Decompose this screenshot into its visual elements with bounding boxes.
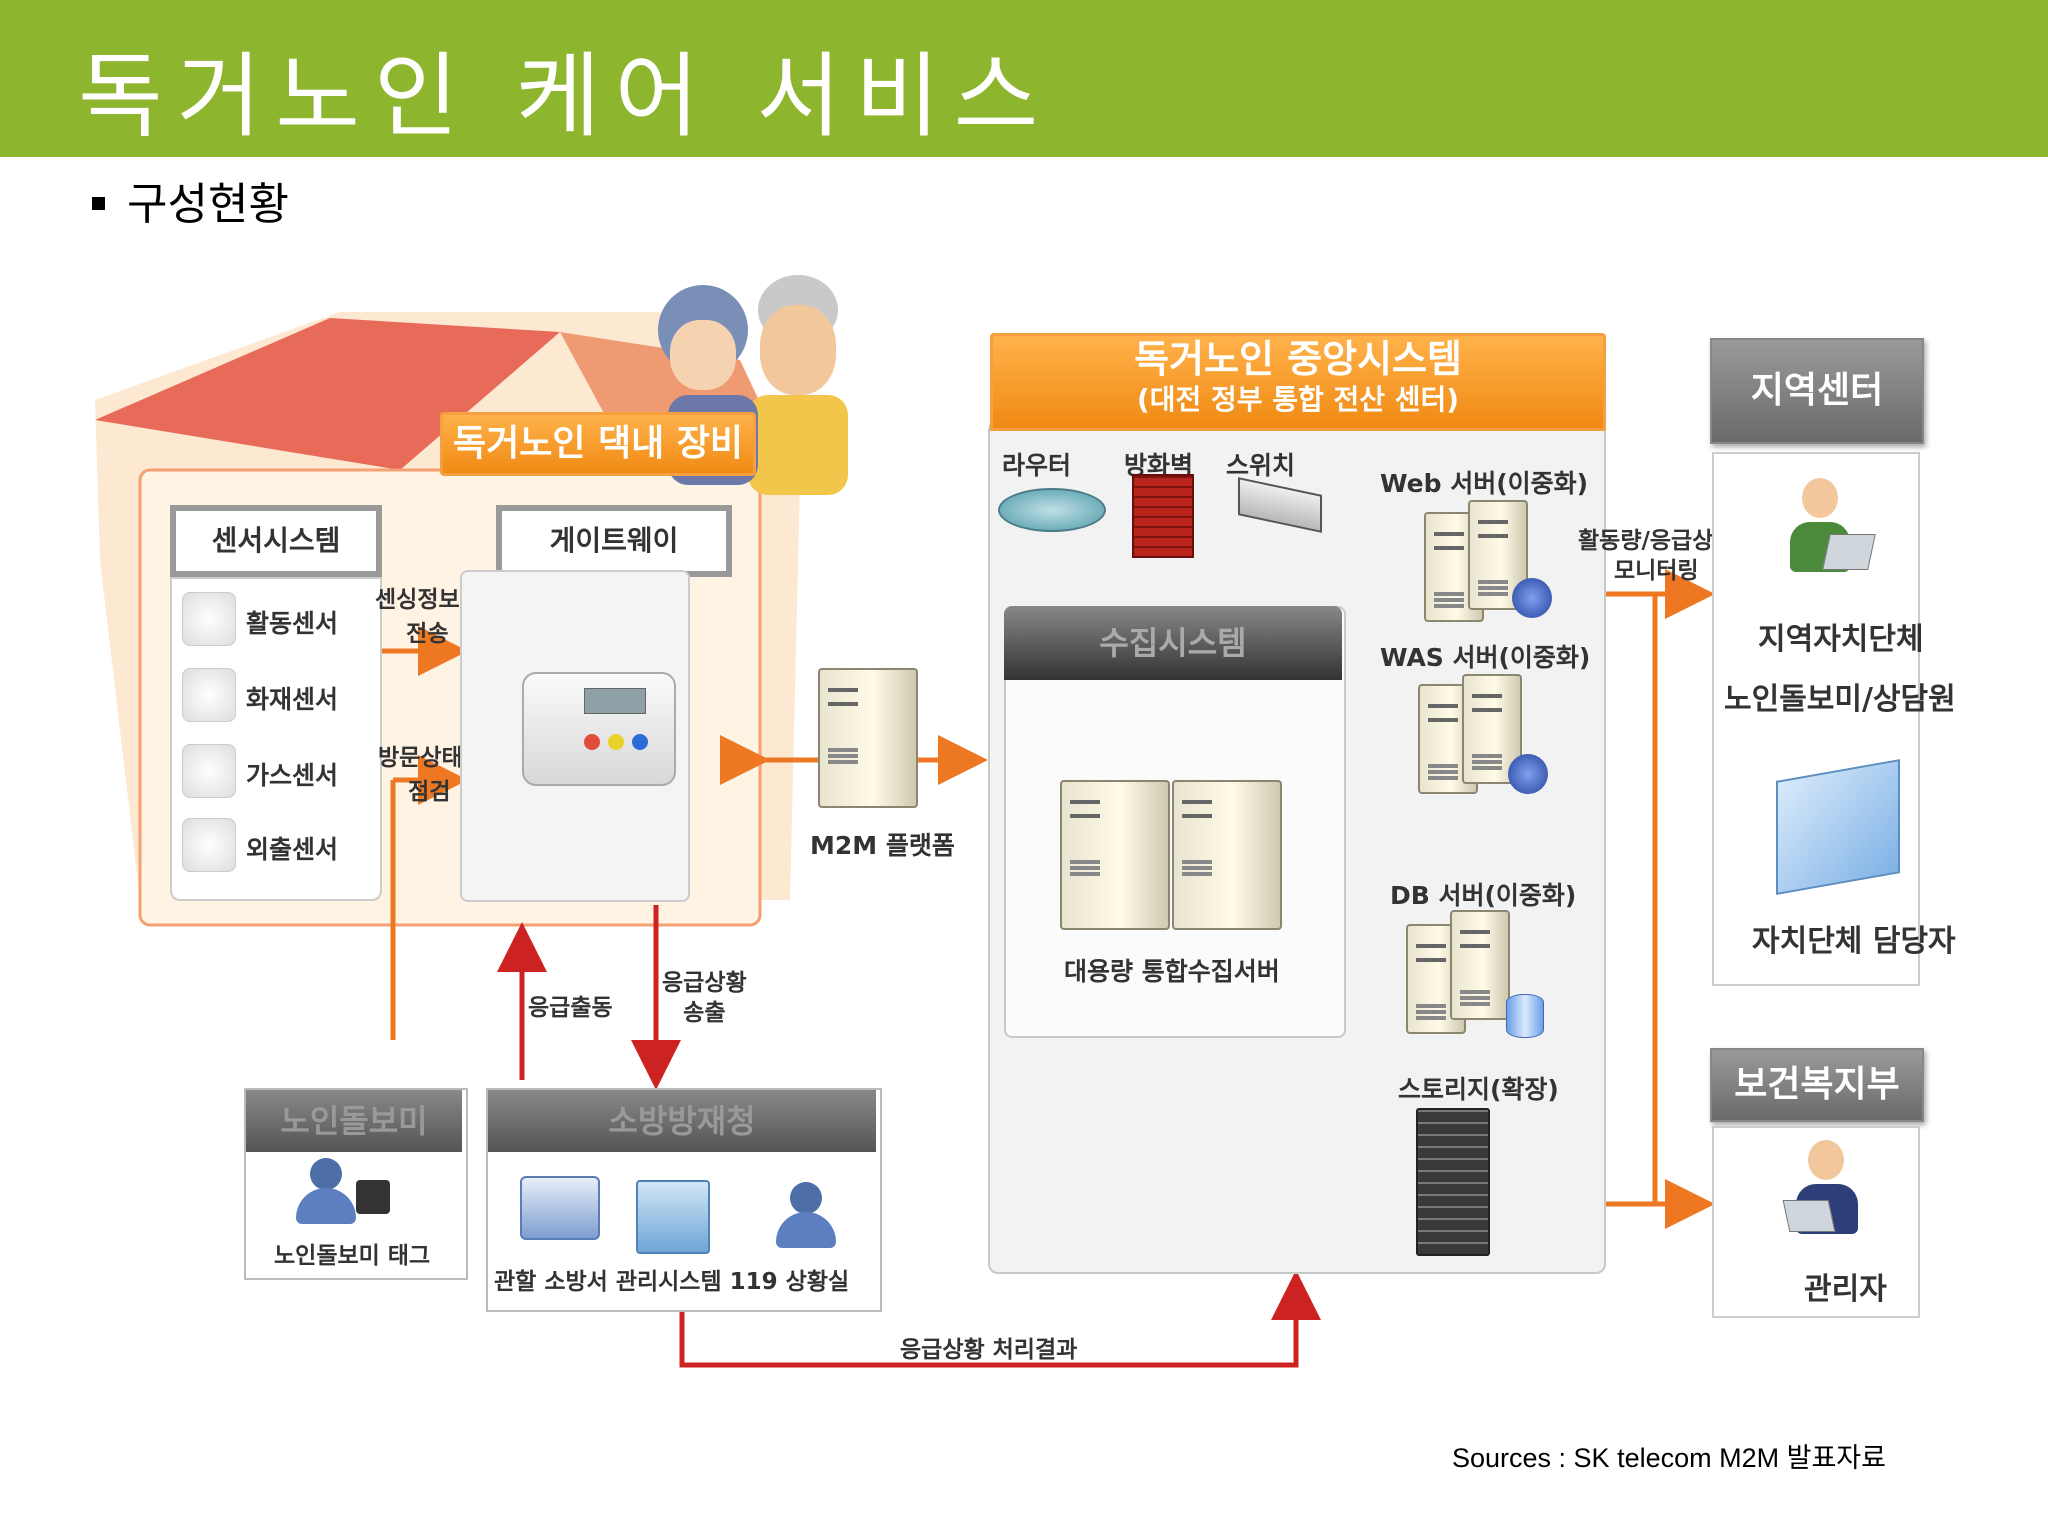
- fire-sensor-label: 화재센서: [246, 685, 339, 714]
- caregiver-counselor-label: 노인돌보미/상담원: [1724, 682, 1956, 717]
- section-bullet: 구성현황: [92, 168, 289, 232]
- sensing-info-label: 센싱정보 전송: [375, 580, 460, 648]
- m2m-platform-label: M2M 플랫폼: [810, 831, 955, 860]
- ministry-header: 보건복지부: [1710, 1048, 1924, 1122]
- caregiver-tag-icon: [356, 1180, 390, 1214]
- fire-agency-items-label: 관할 소방서 관리시스템 119 상황실: [494, 1269, 850, 1295]
- regional-center-header: 지역센터: [1710, 338, 1924, 444]
- gateway-panel: [460, 570, 690, 902]
- activity-sensor-label: 활동센서: [246, 609, 339, 638]
- visit-check-line2: 점검: [408, 779, 451, 805]
- home-equipment-title: 독거노인 댁내 장비: [440, 412, 756, 476]
- admin-person-icon: [1782, 1140, 1876, 1240]
- section-label: 구성현황: [127, 179, 289, 230]
- situation-room-person-icon: [776, 1182, 836, 1252]
- monitoring-line2: 모니터링: [1613, 558, 1699, 584]
- monitoring-line1: 활동량/응급상황: [1578, 528, 1735, 554]
- web-server-label: Web 서버(이중화): [1380, 469, 1589, 498]
- switch-label: 스위치: [1226, 451, 1296, 480]
- admin-label: 관리자: [1804, 1272, 1887, 1307]
- activity-sensor-icon: [182, 592, 236, 646]
- caregiver-person-icon: [296, 1158, 356, 1228]
- collect-server-label: 대용량 통합수집서버: [1064, 957, 1280, 986]
- fire-sensor-icon: [182, 668, 236, 722]
- central-system-header: 독거노인 중앙시스템 (대전 정부 통합 전산 센터): [990, 333, 1606, 431]
- monitoring-label: 활동량/응급상황 모니터링: [1578, 526, 1735, 586]
- government-officer-label: 자치단체 담당자: [1752, 924, 1956, 959]
- sensing-info-line2: 전송: [406, 621, 449, 647]
- emergency-send-label: 응급상황 송출: [662, 968, 747, 1028]
- db-server-icon-2: [1450, 910, 1510, 1020]
- emergency-send-line1: 응급상황: [662, 970, 747, 996]
- outing-sensor-icon: [182, 818, 236, 872]
- visit-check-line1: 방문상태: [378, 745, 463, 771]
- gateway-phone-icon: [522, 672, 676, 786]
- emergency-result-label: 응급상황 처리결과: [900, 1337, 1078, 1363]
- management-system-icon: [636, 1180, 710, 1254]
- page-title: 독거노인 케어 서비스: [78, 43, 1053, 150]
- local-government-label: 지역자치단체: [1758, 622, 1924, 657]
- web-globe-icon: [1512, 578, 1552, 618]
- counselor-person-icon: [1790, 478, 1876, 588]
- emergency-send-line2: 송출: [683, 1000, 726, 1026]
- central-system-title: 독거노인 중앙시스템: [1134, 337, 1462, 381]
- firewall-icon: [1132, 474, 1194, 558]
- fire-agency-header: 소방방재청: [488, 1090, 876, 1152]
- storage-label: 스토리지(확장): [1398, 1075, 1559, 1104]
- caregiver-tag-label: 노인돌보미 태그: [274, 1243, 431, 1269]
- m2m-server-icon: [818, 668, 918, 808]
- outing-sensor-label: 외출센서: [246, 835, 339, 864]
- storage-rack-icon: [1416, 1108, 1490, 1256]
- caregiver-header: 노인돌보미: [246, 1090, 462, 1152]
- was-server-label: WAS 서버(이중화): [1380, 643, 1591, 672]
- gateway-header: 게이트웨이: [496, 505, 732, 577]
- was-globe-icon: [1508, 754, 1548, 794]
- fire-station-icon: [520, 1176, 600, 1240]
- source-note: Sources : SK telecom M2M 발표자료: [1452, 1443, 1886, 1473]
- collect-server-icon-2: [1172, 780, 1282, 930]
- bullet-icon: [92, 196, 105, 210]
- sensing-info-line1: 센싱정보: [375, 587, 460, 613]
- router-label: 라우터: [1002, 451, 1072, 480]
- sensor-system-header: 센서시스템: [170, 505, 382, 577]
- collect-server-icon-1: [1060, 780, 1170, 930]
- collect-system-header: 수집시스템: [1004, 606, 1342, 680]
- title-bar: [0, 0, 2048, 157]
- router-icon: [998, 488, 1106, 532]
- visit-check-label: 방문상태 점검: [378, 738, 463, 806]
- government-building-icon: [1776, 759, 1900, 895]
- database-icon: [1506, 994, 1544, 1038]
- gas-sensor-label: 가스센서: [246, 761, 339, 790]
- gas-sensor-icon: [182, 744, 236, 798]
- central-system-subtitle: (대전 정부 통합 전산 센터): [1136, 383, 1460, 416]
- db-server-label: DB 서버(이중화): [1390, 881, 1577, 910]
- emergency-dispatch-label: 응급출동: [528, 995, 613, 1021]
